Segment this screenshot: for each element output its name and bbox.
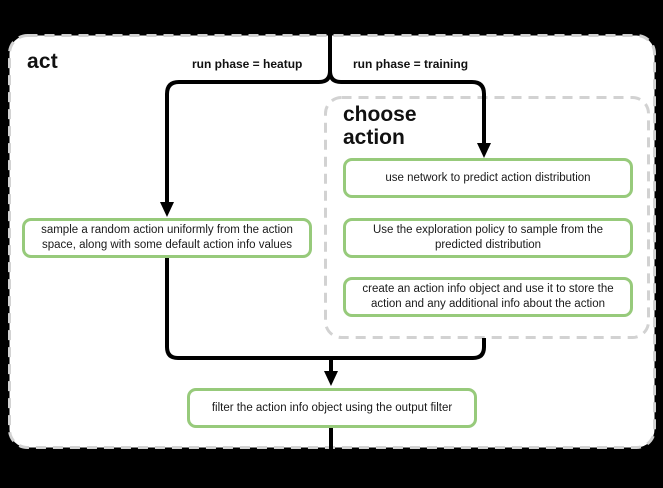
node-create-action-info: create an action info object and use it … [343,277,633,317]
node-predict-distribution: use network to predict action distributi… [343,158,633,198]
arrowhead-to-predict [477,143,491,158]
choose-action-title: choose action [343,103,417,149]
choose-action-group [324,96,650,339]
node-filter-output: filter the action info object using the … [187,388,477,428]
node-sample-random-action: sample a random action uniformly from th… [22,218,312,258]
branch-label-training: run phase = training [353,57,469,71]
edge-group-to-merge [331,338,486,360]
act-title: act [27,50,58,73]
edge-training-branch [328,33,486,144]
node-exploration-policy: Use the exploration policy to sample fro… [343,218,633,258]
arrowhead-to-sample [160,202,174,217]
arrowhead-to-filter [324,371,338,386]
branch-label-heatup: run phase = heatup [192,57,303,71]
edge-sample-to-merge [165,258,331,360]
